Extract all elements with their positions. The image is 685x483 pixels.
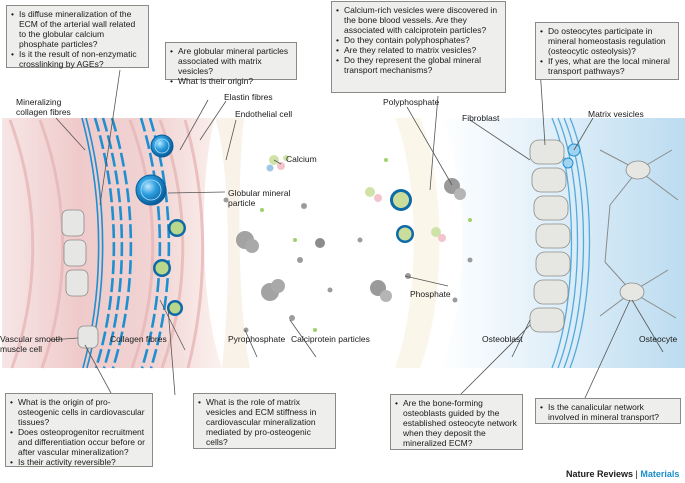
calcium-rich-vesicles: [390, 189, 414, 243]
vascular-smooth-muscle-cells: [61, 209, 99, 349]
question-text: Is their activity reversible?: [10, 457, 148, 467]
osteocytes: [619, 160, 651, 302]
leader-lines: [49, 67, 664, 401]
polyphosphate-particles: [357, 158, 473, 303]
label-calcium: Calcium: [286, 154, 317, 164]
label-globular-mineral: Globular mineral: [228, 188, 291, 198]
question-text: Does osteoprogenitor recruitment and dif…: [10, 427, 148, 457]
question-box-osteoblasts: Are the bone-forming osteoblasts guided …: [390, 394, 523, 450]
question-text: What is their origin?: [170, 76, 292, 86]
label-endothelial-cell: Endothelial cell: [235, 109, 293, 119]
question-box-ecm-mineralization: Is diffuse mineralization of the ECM of …: [6, 5, 149, 69]
globular-mineral-particles: [135, 134, 174, 206]
credit-section: Materials: [640, 469, 680, 479]
question-box-osteocytes: Do osteocytes participate in mineral hom…: [535, 22, 679, 80]
label-elastin-fibres: Elastin fibres: [224, 92, 273, 102]
label-vascular-smooth: Vascular smooth: [0, 334, 63, 344]
question-text: Is it the result of non-enzymatic crossl…: [11, 49, 144, 69]
label-pyrophosphate: Pyrophosphate: [228, 334, 286, 344]
label-collagen-fibres-top: collagen fibres: [16, 107, 71, 117]
question-text: What is the origin of pro-osteogenic cel…: [10, 397, 148, 427]
question-text: Do they contain polyphosphates?: [336, 35, 501, 45]
label-osteocyte: Osteocyte: [639, 334, 678, 344]
question-box-matrix-vesicles-role: What is the role of matrix vesicles and …: [193, 393, 336, 449]
question-text: What is the role of matrix vesicles and …: [198, 397, 331, 447]
label-fibroblast: Fibroblast: [462, 113, 500, 123]
question-box-pro-osteogenic-cells: What is the origin of pro-osteogenic cel…: [5, 393, 153, 467]
question-text: Calcium-rich vesicles were discovered in…: [336, 5, 501, 35]
smooth-muscle-fibres: [8, 119, 205, 369]
question-text: Do they represent the global mineral tra…: [336, 55, 501, 75]
canalicular-network: [599, 149, 679, 319]
question-text: Are globular mineral particles associate…: [170, 46, 292, 76]
credit-journal: Nature Reviews: [566, 469, 634, 479]
question-box-canalicular-network: Is the canalicular network involved in m…: [535, 398, 681, 424]
osteoblasts: [529, 139, 571, 333]
question-text: Are the bone-forming osteoblasts guided …: [395, 398, 518, 448]
question-text: If yes, what are the local mineral trans…: [540, 56, 674, 76]
question-box-globular-particles: Are globular mineral particles associate…: [165, 42, 297, 86]
question-text: Are they related to matrix vesicles?: [336, 45, 501, 55]
question-text: Is the canalicular network involved in m…: [540, 402, 676, 422]
journal-credit: Nature Reviews | Materials: [566, 469, 679, 479]
label-osteoblast: Osteoblast: [482, 334, 523, 344]
label-collagen-fibres: Collagen fibres: [110, 334, 167, 344]
label-polyphosphate: Polyphosphate: [383, 97, 440, 107]
credit-separator: |: [635, 469, 638, 479]
label-muscle-cell: muscle cell: [0, 344, 43, 354]
question-box-calcium-vesicles: Calcium-rich vesicles were discovered in…: [331, 1, 506, 93]
bone-panel: [348, 117, 685, 369]
vascular-panel: [2, 117, 340, 369]
calciprotein-particles-vascular: [223, 155, 333, 333]
matrix-vesicles-bone: [562, 143, 581, 169]
endothelial-layer: [215, 118, 250, 368]
question-text: Do osteocytes participate in mineral hom…: [540, 26, 674, 56]
label-phosphate: Phosphate: [410, 289, 451, 299]
elastin-fibres: [93, 117, 171, 369]
question-text: Is diffuse mineralization of the ECM of …: [11, 9, 144, 49]
label-calciprotein-particles: Calciprotein particles: [291, 334, 370, 344]
matrix-vesicles-vascular: [153, 219, 186, 316]
label-matrix-vesicles: Matrix vesicles: [588, 109, 644, 119]
vessel-endothelium: [395, 118, 440, 368]
label-globular-particle: particle: [228, 198, 256, 208]
label-mineralizing: Mineralizing: [16, 97, 62, 107]
